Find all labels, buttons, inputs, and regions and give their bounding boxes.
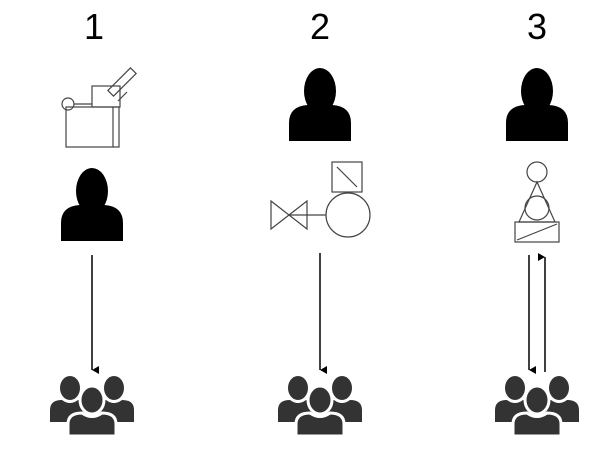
conveyor-unit-icon — [61, 67, 137, 148]
person-icon-2 — [289, 68, 351, 141]
person-icon-3 — [506, 68, 568, 141]
valve-pump-unit-icon — [270, 161, 371, 238]
stacked-circles-unit-icon — [514, 161, 560, 243]
group-icon-1 — [48, 374, 136, 438]
column-number-1: 1 — [83, 6, 105, 47]
column-number-3: 3 — [526, 6, 548, 47]
person-icon-1 — [61, 168, 123, 241]
column-number-2: 2 — [309, 6, 331, 47]
group-icon-3 — [493, 374, 581, 438]
group-icon-2 — [276, 374, 364, 438]
